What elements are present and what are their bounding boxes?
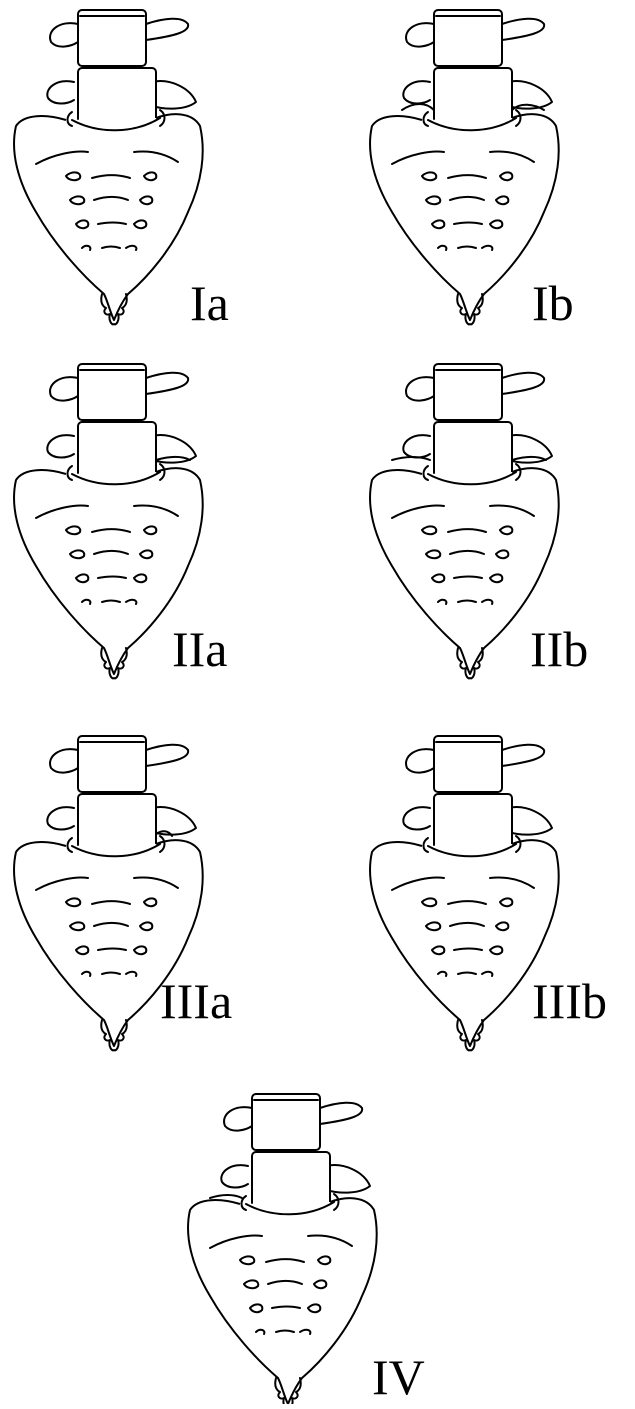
panel-IIa: IIa xyxy=(14,364,227,678)
panel-Ia: Ia xyxy=(14,10,229,331)
panel-IV: IV xyxy=(188,1094,425,1404)
panel-label-IIb: IIb xyxy=(530,621,588,677)
panel-label-IIIa: IIIa xyxy=(160,973,232,1029)
panel-label-IV: IV xyxy=(372,1349,425,1404)
panel-label-Ia: Ia xyxy=(190,275,229,331)
panel-Ib: Ib xyxy=(370,10,574,331)
panel-label-IIa: IIa xyxy=(172,621,228,677)
panel-label-IIIb: IIIb xyxy=(532,973,607,1029)
panel-label-Ib: Ib xyxy=(532,275,574,331)
panel-IIb: IIb xyxy=(370,364,588,678)
panel-IIIb: IIIb xyxy=(370,736,607,1050)
panel-IIIa: IIIa xyxy=(14,736,232,1050)
